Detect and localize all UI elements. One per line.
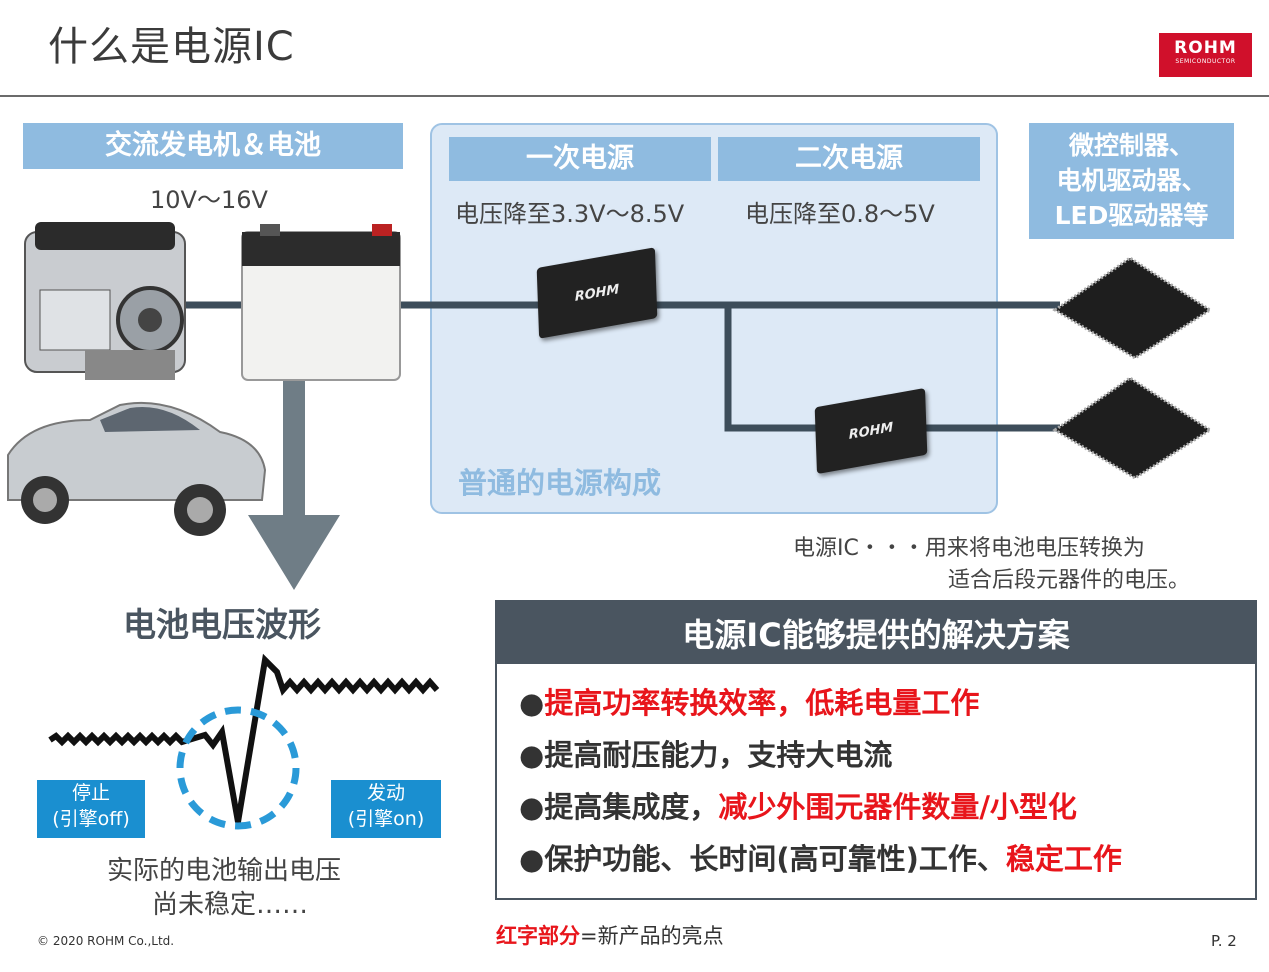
solution-2-text: 提高耐压能力，支持大电流 — [544, 738, 893, 772]
engine-illustration — [24, 222, 186, 380]
loads-line-1: 微控制器、 — [1068, 131, 1194, 160]
engine-start-line-2: (引擎on) — [347, 808, 425, 830]
mcu-chip-2 — [1052, 376, 1213, 480]
engine-start-line-1: 发动 — [366, 782, 405, 804]
primary-power-desc: 电压降至3.3V～8.5V — [455, 200, 685, 228]
title-divider — [0, 95, 1269, 97]
legend-red-part: 红字部分 — [496, 924, 580, 948]
down-arrow-icon — [248, 378, 340, 590]
engine-stop-line-1: 停止 — [71, 782, 110, 804]
page-number: P. 2 — [1211, 932, 1237, 950]
voltage-waveform — [48, 653, 440, 823]
highlight-legend: 红字部分=新产品的亮点 — [496, 920, 724, 950]
loads-header: 微控制器、 电机驱动器、 LED驱动器等 — [1029, 123, 1234, 239]
solution-bullet-4: ●保护功能、长时间(高可靠性)工作、稳定工作 — [519, 842, 1122, 876]
loads-line-3: LED驱动器等 — [1054, 201, 1209, 230]
waveform-title: 电池电压波形 — [123, 605, 321, 644]
engine-stop-line-2: (引擎off) — [52, 808, 130, 830]
solution-bullet-3: ●提高集成度，减少外围元器件数量/小型化 — [519, 790, 1077, 824]
solution-bullet-2: ●提高耐压能力，支持大电流 — [519, 738, 893, 772]
logo-subtext: SEMICONDUCTOR — [1175, 58, 1236, 65]
solution-4-normal: 保护功能、长时间(高可靠性)工作、 — [544, 842, 1006, 876]
solution-1-text: 提高功率转换效率，低耗电量工作 — [544, 686, 980, 720]
solution-3-red: 减少外围元器件数量/小型化 — [718, 790, 1077, 824]
secondary-power-desc: 电压降至0.8～5V — [745, 200, 935, 228]
battery-illustration — [241, 224, 401, 381]
solutions-box: 电源IC能够提供的解决方案 ●提高功率转换效率，低耗电量工作 ●提高耐压能力，支… — [495, 600, 1257, 900]
page-title: 什么是电源IC — [48, 24, 295, 70]
solutions-header: 电源IC能够提供的解决方案 — [497, 602, 1255, 664]
engine-stop-label: 停止 (引擎off) — [37, 780, 145, 838]
source-header: 交流发电机＆电池 — [23, 123, 403, 169]
power-group-label: 普通的电源构成 — [458, 466, 662, 500]
footer-copyright: © 2020 ROHM Co.,Ltd. — [37, 934, 175, 948]
secondary-power-header: 二次电源 — [718, 137, 980, 181]
solution-4-red: 稳定工作 — [1005, 842, 1122, 876]
engine-start-label: 发动 (引擎on) — [331, 780, 441, 838]
solution-3-normal: 提高集成度， — [544, 790, 719, 824]
source-voltage: 10V～16V — [150, 186, 268, 214]
primary-power-header: 一次电源 — [449, 137, 711, 181]
waveform-caption-1: 实际的电池输出电压 — [107, 856, 342, 886]
solution-bullet-1: ●提高功率转换效率，低耗电量工作 — [519, 686, 980, 720]
car-illustration — [7, 401, 267, 536]
mcu-chip-1 — [1052, 256, 1213, 360]
legend-rest: =新产品的亮点 — [580, 924, 724, 948]
power-ic-note-line-1: 电源IC・・・用来将电池电压转换为 — [793, 536, 1145, 561]
rohm-logo: ROHM SEMICONDUCTOR — [1159, 33, 1252, 77]
branch-power-line — [724, 305, 1060, 432]
loads-line-2: 电机驱动器、 — [1056, 166, 1207, 195]
power-ic-note-line-2: 适合后段元器件的电压。 — [948, 568, 1191, 593]
waveform-caption-2: 尚未稳定…… — [152, 890, 309, 920]
logo-text: ROHM — [1174, 38, 1237, 58]
highlight-circle — [176, 706, 300, 830]
